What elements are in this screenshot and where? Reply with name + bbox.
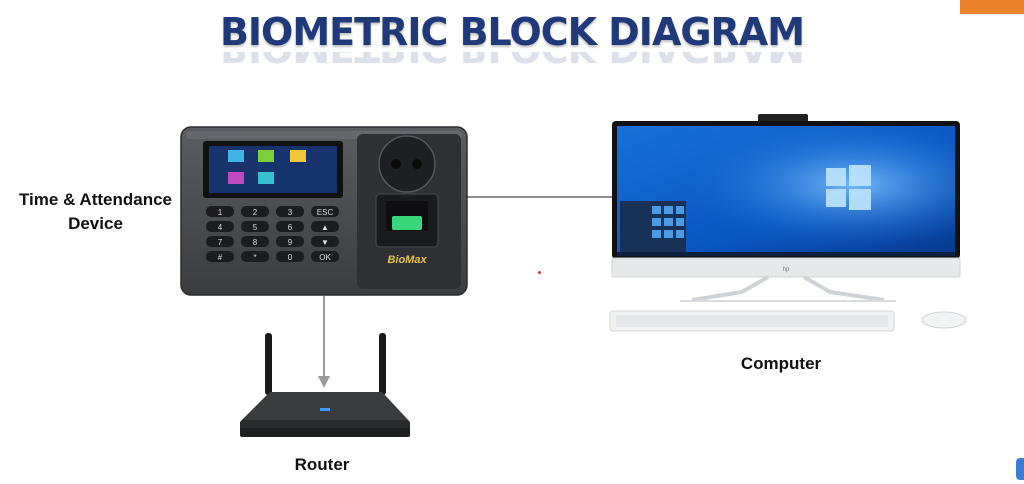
time-attendance-device: 1 2 3 ESC 4 5 6 ▲ 7 8 9 ▼ # * 0 OK [180,126,468,296]
router [240,333,410,437]
device-label-line1: Time & Attendance [18,190,173,209]
corner-accent [960,0,1024,14]
router-label: Router [294,455,350,474]
device-brand: BioMax [387,254,427,266]
diagram-title: BIOMETRIC BLOCK DIAGRAM [219,10,805,54]
computer-monitor: hp [611,114,961,302]
corner-indicator [1016,458,1024,480]
keypad-key: 5 [241,221,269,232]
keypad-key-label: ▼ [321,238,329,247]
keypad-key: * [241,251,269,262]
keypad-key: OK [311,251,339,262]
computer-keyboard [609,310,895,332]
keypad-key: ▼ [311,236,339,247]
keypad-key: # [206,251,234,262]
keypad-key-label: OK [319,253,331,262]
keypad-key-label: 4 [218,223,223,232]
keypad-key-label: * [253,253,256,262]
keypad-key-label: 2 [253,208,258,217]
keypad-key: 8 [241,236,269,247]
keypad-key-label: # [218,253,223,262]
keypad-key: ESC [311,206,339,217]
keypad-key: 4 [206,221,234,232]
computer-mouse [921,311,967,329]
keypad-key-label: 0 [288,253,293,262]
keypad-key-label: ESC [317,208,334,217]
keypad-key-label: 6 [288,223,293,232]
keypad-key: 2 [241,206,269,217]
keypad-key: 0 [276,251,304,262]
keypad-key-label: 9 [288,238,293,247]
keypad-key: 3 [276,206,304,217]
keypad-key: 6 [276,221,304,232]
keypad-key: 7 [206,236,234,247]
keypad-key: ▲ [311,221,339,232]
computer-label: Computer [740,354,822,373]
svg-text:hp: hp [783,267,790,273]
red-dot [538,271,541,274]
keypad-key-label: 7 [218,238,223,247]
device-keypad: 1 2 3 ESC 4 5 6 ▲ 7 8 9 ▼ # * 0 OK [206,206,339,262]
edge-device-router [318,296,330,388]
keypad-key: 9 [276,236,304,247]
keypad-key-label: 8 [253,238,258,247]
device-label: Time & Attendance Device [8,190,183,234]
device-label-line2: Device [68,214,123,233]
keypad-key-label: 5 [253,223,258,232]
keypad-key-label: 3 [288,208,293,217]
keypad-key-label: 1 [218,208,223,217]
keypad-key: 1 [206,206,234,217]
keypad-key-label: ▲ [321,223,329,232]
